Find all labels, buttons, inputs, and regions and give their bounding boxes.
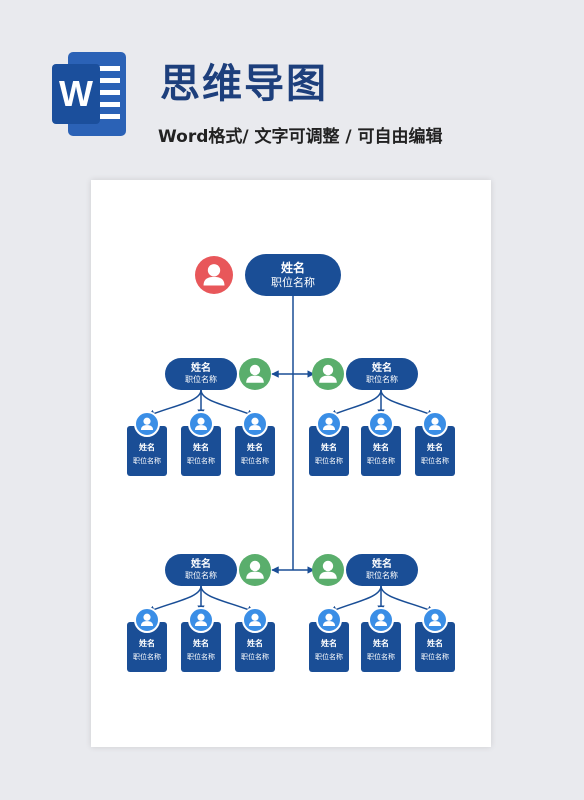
branch-title: 职位名称: [366, 571, 398, 581]
leaf-avatar-icon: [368, 411, 394, 437]
branch-name: 姓名: [372, 559, 392, 571]
leaf-avatar-icon: [134, 607, 160, 633]
branch-node[interactable]: 姓名 职位名称: [165, 358, 237, 390]
leaf-name: 姓名: [373, 639, 389, 648]
leaf-name: 姓名: [321, 443, 337, 452]
leaf-card[interactable]: 姓名 职位名称: [235, 607, 275, 672]
leaf-title: 职位名称: [187, 653, 215, 661]
leaf-avatar-icon: [188, 607, 214, 633]
leaf-title: 职位名称: [367, 653, 395, 661]
leaf-card[interactable]: 姓名 职位名称: [415, 411, 455, 476]
leaf-title: 职位名称: [241, 457, 269, 465]
word-logo-icon: W: [52, 52, 128, 136]
leaf-name: 姓名: [193, 443, 209, 452]
leaf-title: 职位名称: [421, 457, 449, 465]
leaf-title: 职位名称: [133, 653, 161, 661]
leaf-title: 职位名称: [421, 653, 449, 661]
leaf-name: 姓名: [247, 639, 263, 648]
branch-avatar-icon: [312, 358, 344, 390]
leaf-avatar-icon: [316, 607, 342, 633]
branch-title: 职位名称: [366, 375, 398, 385]
branch-title: 职位名称: [185, 571, 217, 581]
leaf-name: 姓名: [139, 443, 155, 452]
leaf-avatar-icon: [134, 411, 160, 437]
branch-avatar-icon: [239, 358, 271, 390]
leaf-name: 姓名: [193, 639, 209, 648]
leaf-title: 职位名称: [133, 457, 161, 465]
branch-name: 姓名: [372, 363, 392, 375]
branch-name: 姓名: [191, 363, 211, 375]
leaf-avatar-icon: [422, 411, 448, 437]
branch-name: 姓名: [191, 559, 211, 571]
leaf-card[interactable]: 姓名 职位名称: [309, 607, 349, 672]
leaf-name: 姓名: [373, 443, 389, 452]
document-page: 姓名 职位名称 姓名 职位名称 姓名 职位名称 姓名 职位名称 姓名 职位名称 …: [91, 180, 491, 747]
branch-node[interactable]: 姓名 职位名称: [346, 554, 418, 586]
leaf-title: 职位名称: [187, 457, 215, 465]
leaf-card[interactable]: 姓名 职位名称: [361, 607, 401, 672]
branch-avatar-icon: [312, 554, 344, 586]
page-title: 思维导图: [160, 61, 328, 107]
leaf-title: 职位名称: [367, 457, 395, 465]
leaf-name: 姓名: [247, 443, 263, 452]
leaf-avatar-icon: [242, 411, 268, 437]
leaf-card[interactable]: 姓名 职位名称: [309, 411, 349, 476]
leaf-title: 职位名称: [241, 653, 269, 661]
root-name: 姓名: [280, 261, 305, 276]
leaf-avatar-icon: [316, 411, 342, 437]
leaf-name: 姓名: [427, 443, 443, 452]
page-subtitle: Word格式/ 文字可调整 / 可自由编辑: [158, 127, 443, 147]
root-title: 职位名称: [271, 275, 315, 289]
leaf-card[interactable]: 姓名 职位名称: [415, 607, 455, 672]
branch-avatar-icon: [239, 554, 271, 586]
leaf-card[interactable]: 姓名 职位名称: [181, 411, 221, 476]
leaf-title: 职位名称: [315, 457, 343, 465]
leaf-name: 姓名: [139, 639, 155, 648]
branch-title: 职位名称: [185, 375, 217, 385]
leaf-title: 职位名称: [315, 653, 343, 661]
leaf-card[interactable]: 姓名 职位名称: [181, 607, 221, 672]
leaf-avatar-icon: [242, 607, 268, 633]
root-node[interactable]: 姓名 职位名称: [245, 254, 341, 296]
leaf-name: 姓名: [427, 639, 443, 648]
leaf-avatar-icon: [422, 607, 448, 633]
branch-node[interactable]: 姓名 职位名称: [346, 358, 418, 390]
leaf-name: 姓名: [321, 639, 337, 648]
leaf-card[interactable]: 姓名 职位名称: [127, 607, 167, 672]
leaf-avatar-icon: [188, 411, 214, 437]
root-avatar-icon: [195, 256, 233, 294]
leaf-card[interactable]: 姓名 职位名称: [361, 411, 401, 476]
leaf-card[interactable]: 姓名 职位名称: [235, 411, 275, 476]
branch-node[interactable]: 姓名 职位名称: [165, 554, 237, 586]
leaf-avatar-icon: [368, 607, 394, 633]
logo-letter: W: [59, 73, 93, 114]
leaf-card[interactable]: 姓名 职位名称: [127, 411, 167, 476]
